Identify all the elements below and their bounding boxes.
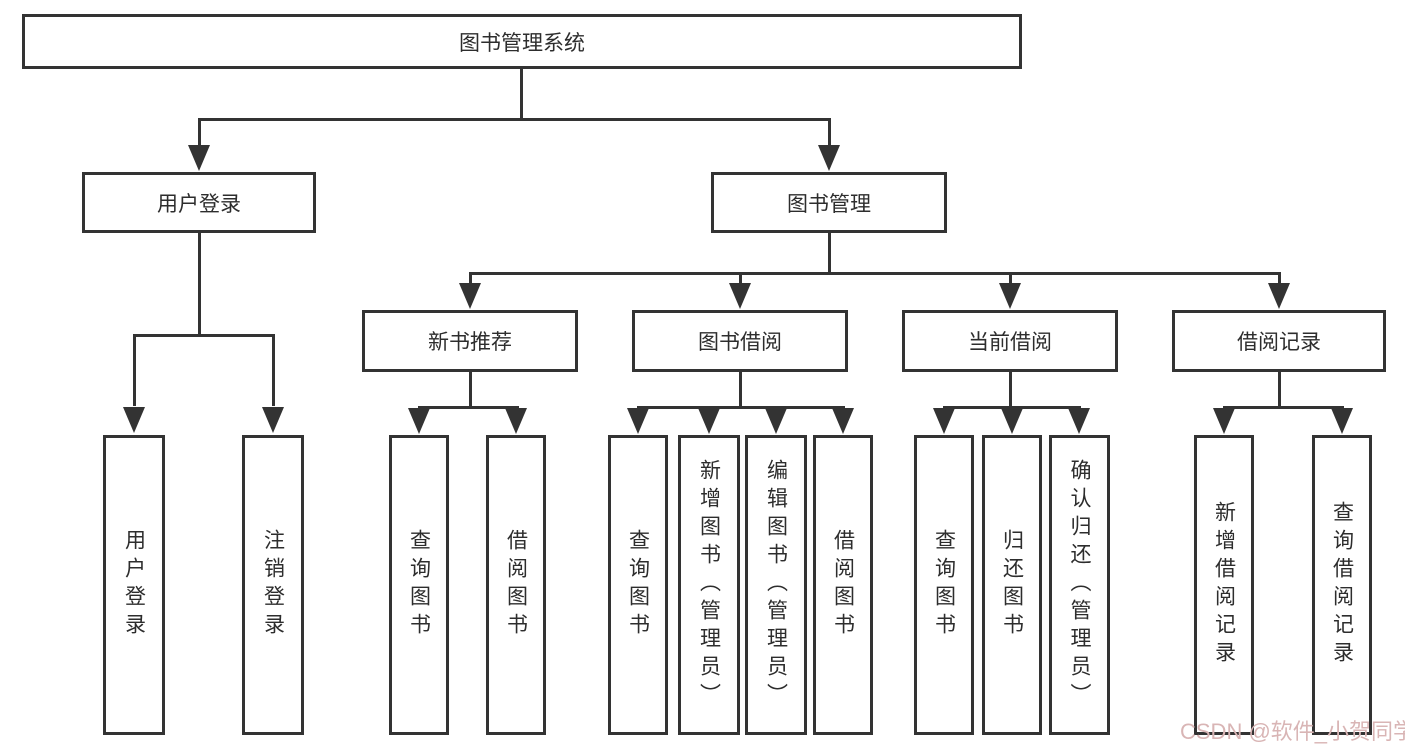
- connector-bus-level2: [469, 272, 1281, 275]
- leaf-confirm-return-label: 确认归还（管理员）: [1068, 459, 1091, 711]
- node-root-label: 图书管理系统: [459, 31, 585, 55]
- connector-drop-leaf-logout: [272, 334, 275, 406]
- arrowhead-leaf-confirm-return: [1068, 408, 1090, 434]
- leaf-query-book-2-label: 查询图书: [626, 529, 650, 641]
- leaf-query-book-2: 查询图书: [608, 435, 668, 735]
- leaf-add-record: 新增借阅记录: [1194, 435, 1254, 735]
- node-book-borrow-label: 图书借阅: [698, 331, 782, 354]
- connector-book-management-stem: [828, 233, 831, 275]
- leaf-query-record: 查询借阅记录: [1312, 435, 1372, 735]
- leaf-borrow-book-2-label: 借阅图书: [831, 529, 855, 641]
- arrowhead-leaf-query-book-3: [933, 408, 955, 434]
- arrowhead-leaf-add-record: [1213, 408, 1235, 434]
- leaf-query-book-1: 查询图书: [389, 435, 449, 735]
- leaf-query-book-1-label: 查询图书: [407, 529, 431, 641]
- node-borrow-records: 借阅记录: [1172, 310, 1386, 372]
- arrowhead-leaf-borrow-book-2: [832, 408, 854, 434]
- node-book-management-label: 图书管理: [787, 192, 871, 216]
- connector-drop-book-management: [828, 118, 831, 146]
- connector-new-book-stem: [469, 372, 472, 409]
- leaf-confirm-return: 确认归还（管理员）: [1049, 435, 1110, 735]
- connector-bus-user-login: [133, 334, 275, 337]
- leaf-query-record-label: 查询借阅记录: [1330, 501, 1354, 669]
- leaf-return-book: 归还图书: [982, 435, 1042, 735]
- arrowhead-leaf-query-record: [1331, 408, 1353, 434]
- connector-drop-user-login: [198, 118, 201, 146]
- connector-drop-leaf-login: [133, 334, 136, 406]
- arrowhead-leaf-return-book: [1001, 408, 1023, 434]
- leaf-user-login-label: 用户登录: [122, 529, 146, 641]
- leaf-edit-book: 编辑图书（管理员）: [745, 435, 807, 735]
- leaf-borrow-book-2: 借阅图书: [813, 435, 873, 735]
- arrowhead-leaf-add-book: [698, 408, 720, 434]
- arrowhead-leaf-logout: [262, 407, 284, 433]
- node-user-login-label: 用户登录: [157, 192, 241, 216]
- connector-bus-borrow-records: [1223, 406, 1344, 409]
- leaf-return-book-label: 归还图书: [1000, 529, 1024, 641]
- connector-user-login-stem: [198, 233, 201, 337]
- node-current-borrow: 当前借阅: [902, 310, 1118, 372]
- arrowhead-leaf-query-book-1: [408, 408, 430, 434]
- connector-drop-book-borrow: [739, 272, 742, 286]
- connector-drop-current-borrow: [1009, 272, 1012, 286]
- connector-drop-new-book: [469, 272, 472, 286]
- leaf-query-book-3: 查询图书: [914, 435, 974, 735]
- node-current-borrow-label: 当前借阅: [968, 331, 1052, 354]
- connector-root-stem: [520, 69, 523, 120]
- arrowhead-user-login: [188, 145, 210, 171]
- connector-bus-new-book: [418, 406, 519, 409]
- node-book-management: 图书管理: [711, 172, 947, 233]
- node-book-borrow: 图书借阅: [632, 310, 848, 372]
- leaf-borrow-book-1: 借阅图书: [486, 435, 546, 735]
- connector-current-borrow-stem: [1009, 372, 1012, 409]
- connector-bus-level1: [198, 118, 831, 121]
- node-new-book-recommend: 新书推荐: [362, 310, 578, 372]
- leaf-add-book-label: 新增图书（管理员）: [697, 459, 721, 711]
- arrowhead-leaf-edit-book: [765, 408, 787, 434]
- arrowhead-leaf-query-book-2: [627, 408, 649, 434]
- connector-borrow-records-stem: [1278, 372, 1281, 409]
- csdn-watermark-text: CSDN @软件_小贺同学: [1180, 719, 1405, 744]
- arrowhead-borrow-records: [1268, 283, 1290, 309]
- leaf-query-book-3-label: 查询图书: [932, 529, 956, 641]
- arrowhead-new-book: [459, 283, 481, 309]
- leaf-add-record-label: 新增借阅记录: [1212, 501, 1236, 669]
- csdn-watermark: CSDN @软件_小贺同学: [1180, 714, 1405, 746]
- arrowhead-current-borrow: [999, 283, 1021, 309]
- leaf-logout: 注销登录: [242, 435, 304, 735]
- connector-book-borrow-stem: [739, 372, 742, 409]
- arrowhead-leaf-borrow-book-1: [505, 408, 527, 434]
- arrowhead-leaf-login: [123, 407, 145, 433]
- leaf-user-login: 用户登录: [103, 435, 165, 735]
- leaf-logout-label: 注销登录: [261, 529, 285, 641]
- node-user-login: 用户登录: [82, 172, 316, 233]
- node-borrow-records-label: 借阅记录: [1237, 331, 1321, 354]
- node-new-book-recommend-label: 新书推荐: [428, 331, 512, 354]
- connector-bus-book-borrow: [637, 406, 845, 409]
- node-root: 图书管理系统: [22, 14, 1022, 69]
- arrowhead-book-borrow: [729, 283, 751, 309]
- leaf-edit-book-label: 编辑图书（管理员）: [764, 459, 788, 711]
- connector-bus-current-borrow: [943, 406, 1081, 409]
- arrowhead-book-management: [818, 145, 840, 171]
- leaf-add-book: 新增图书（管理员）: [678, 435, 740, 735]
- leaf-borrow-book-1-label: 借阅图书: [504, 529, 528, 641]
- connector-drop-borrow-records: [1278, 272, 1281, 286]
